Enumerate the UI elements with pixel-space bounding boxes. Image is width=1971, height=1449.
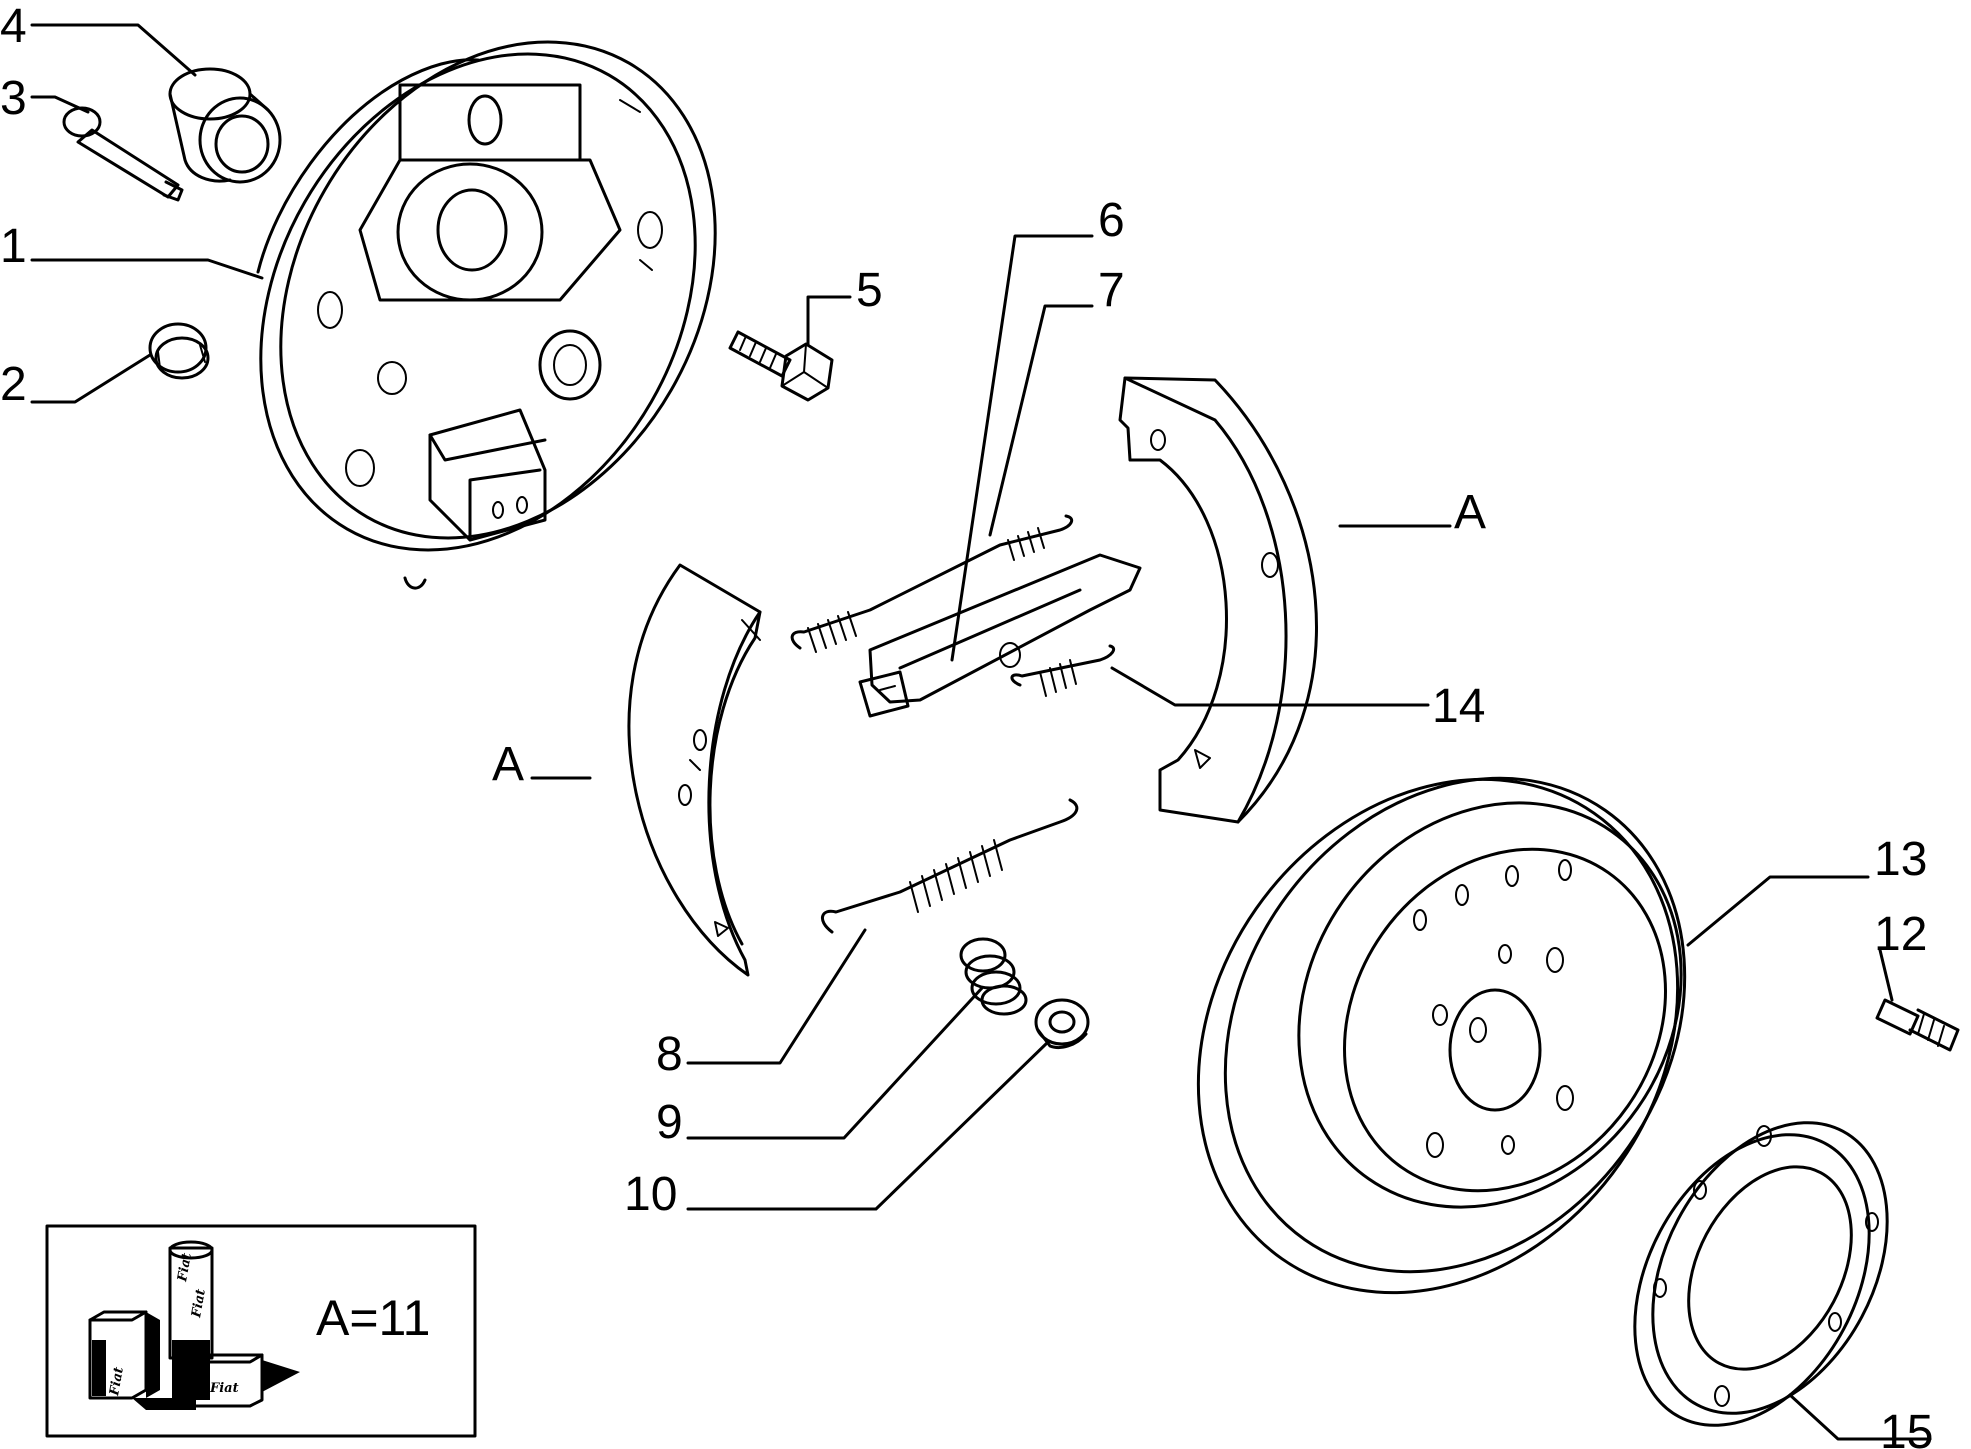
shim-ring xyxy=(1633,1121,1889,1427)
mounting-bolt xyxy=(728,330,834,402)
callout-14: 14 xyxy=(1432,680,1485,733)
brake-shoe-right xyxy=(1118,376,1318,824)
wheel-stud xyxy=(1875,998,1960,1052)
callout-A-right: A xyxy=(1454,486,1486,539)
callout-7: 7 xyxy=(1098,264,1125,317)
legend-box: Fiat Fiat Fiat Fiat A=11 xyxy=(45,1224,477,1438)
bleed-pin xyxy=(62,106,184,202)
callout-9: 9 xyxy=(656,1096,683,1149)
brake-drum xyxy=(1196,776,1687,1295)
callout-8: 8 xyxy=(656,1028,683,1081)
brake-shoe-left xyxy=(627,563,762,977)
callout-10: 10 xyxy=(624,1168,677,1221)
callout-2: 2 xyxy=(0,358,27,411)
callout-6: 6 xyxy=(1098,194,1125,247)
callout-15: 15 xyxy=(1880,1406,1933,1449)
leader-lines xyxy=(30,23,1932,1441)
logo-text-3: Fiat xyxy=(107,1366,127,1398)
logo-text-4: Fiat xyxy=(209,1381,239,1396)
callout-5: 5 xyxy=(856,264,883,317)
legend-text: A=11 xyxy=(316,1290,430,1346)
callout-12: 12 xyxy=(1874,908,1927,961)
callout-A-left: A xyxy=(492,738,524,791)
lower-return-spring xyxy=(821,798,1079,934)
upper-return-spring xyxy=(790,514,1074,653)
rubber-plug xyxy=(148,322,210,380)
adjuster-spring xyxy=(1010,644,1116,697)
adjuster-lever xyxy=(858,553,1142,718)
logo-text-1: Fiat xyxy=(175,1252,195,1284)
logo-text-2: Fiat xyxy=(189,1288,209,1320)
backing-plate xyxy=(256,40,717,590)
retaining-cup xyxy=(1034,998,1090,1049)
callout-3: 3 xyxy=(0,72,27,125)
hold-down-spring xyxy=(959,937,1028,1016)
grease-products-icon: Fiat Fiat Fiat Fiat xyxy=(88,1240,300,1410)
callout-13: 13 xyxy=(1874,833,1927,886)
callout-1: 1 xyxy=(0,220,27,273)
callout-4: 4 xyxy=(0,0,27,53)
dust-cap xyxy=(168,67,282,184)
